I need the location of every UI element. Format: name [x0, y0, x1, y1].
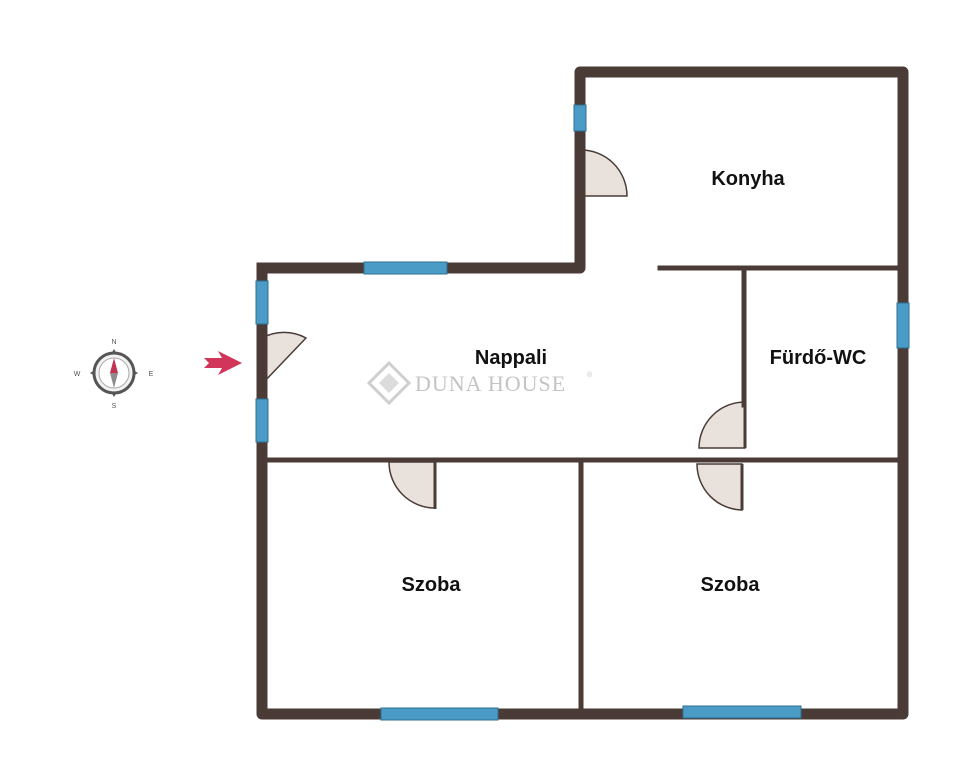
duna-house-logo-icon — [366, 360, 412, 406]
window-bedroom-right-south — [682, 705, 802, 719]
room-label-living: Nappali — [475, 347, 547, 369]
window-bathroom-east — [896, 302, 910, 349]
room-label-kitchen: Konyha — [711, 168, 785, 190]
compass-west: W — [74, 371, 81, 378]
doors — [261, 149, 746, 511]
room-label-bedroom-right: Szoba — [701, 574, 761, 596]
watermark-text: DUNA HOUSE — [415, 371, 566, 396]
window-bedroom-left-south — [380, 707, 499, 721]
window-kitchen-west — [573, 104, 587, 132]
windows — [255, 104, 910, 721]
room-label-bathroom: Fürdő-WC — [770, 347, 867, 369]
compass-north: N — [111, 339, 116, 346]
walls — [256, 66, 909, 720]
door-entrance — [261, 331, 308, 386]
compass-east: E — [149, 371, 154, 378]
door-bedroom-left — [388, 461, 436, 509]
compass-south: S — [112, 403, 117, 410]
door-bedroom-right — [696, 463, 743, 511]
window-living-west-lower — [255, 398, 269, 443]
window-living-west-upper — [255, 280, 269, 325]
room-labels: Konyha Nappali Fürdő-WC Szoba Szoba — [402, 168, 867, 596]
room-label-bedroom-left: Szoba — [402, 574, 462, 596]
watermark-registered: ® — [587, 371, 593, 379]
watermark: DUNA HOUSE ® — [366, 360, 593, 406]
compass-icon: N S E W — [74, 339, 154, 410]
window-living-north — [363, 261, 448, 275]
door-bathroom — [698, 401, 746, 449]
outer-wall — [256, 66, 909, 720]
door-leaves — [260, 150, 747, 510]
entrance-arrow-icon — [204, 351, 242, 375]
door-kitchen — [579, 149, 628, 197]
